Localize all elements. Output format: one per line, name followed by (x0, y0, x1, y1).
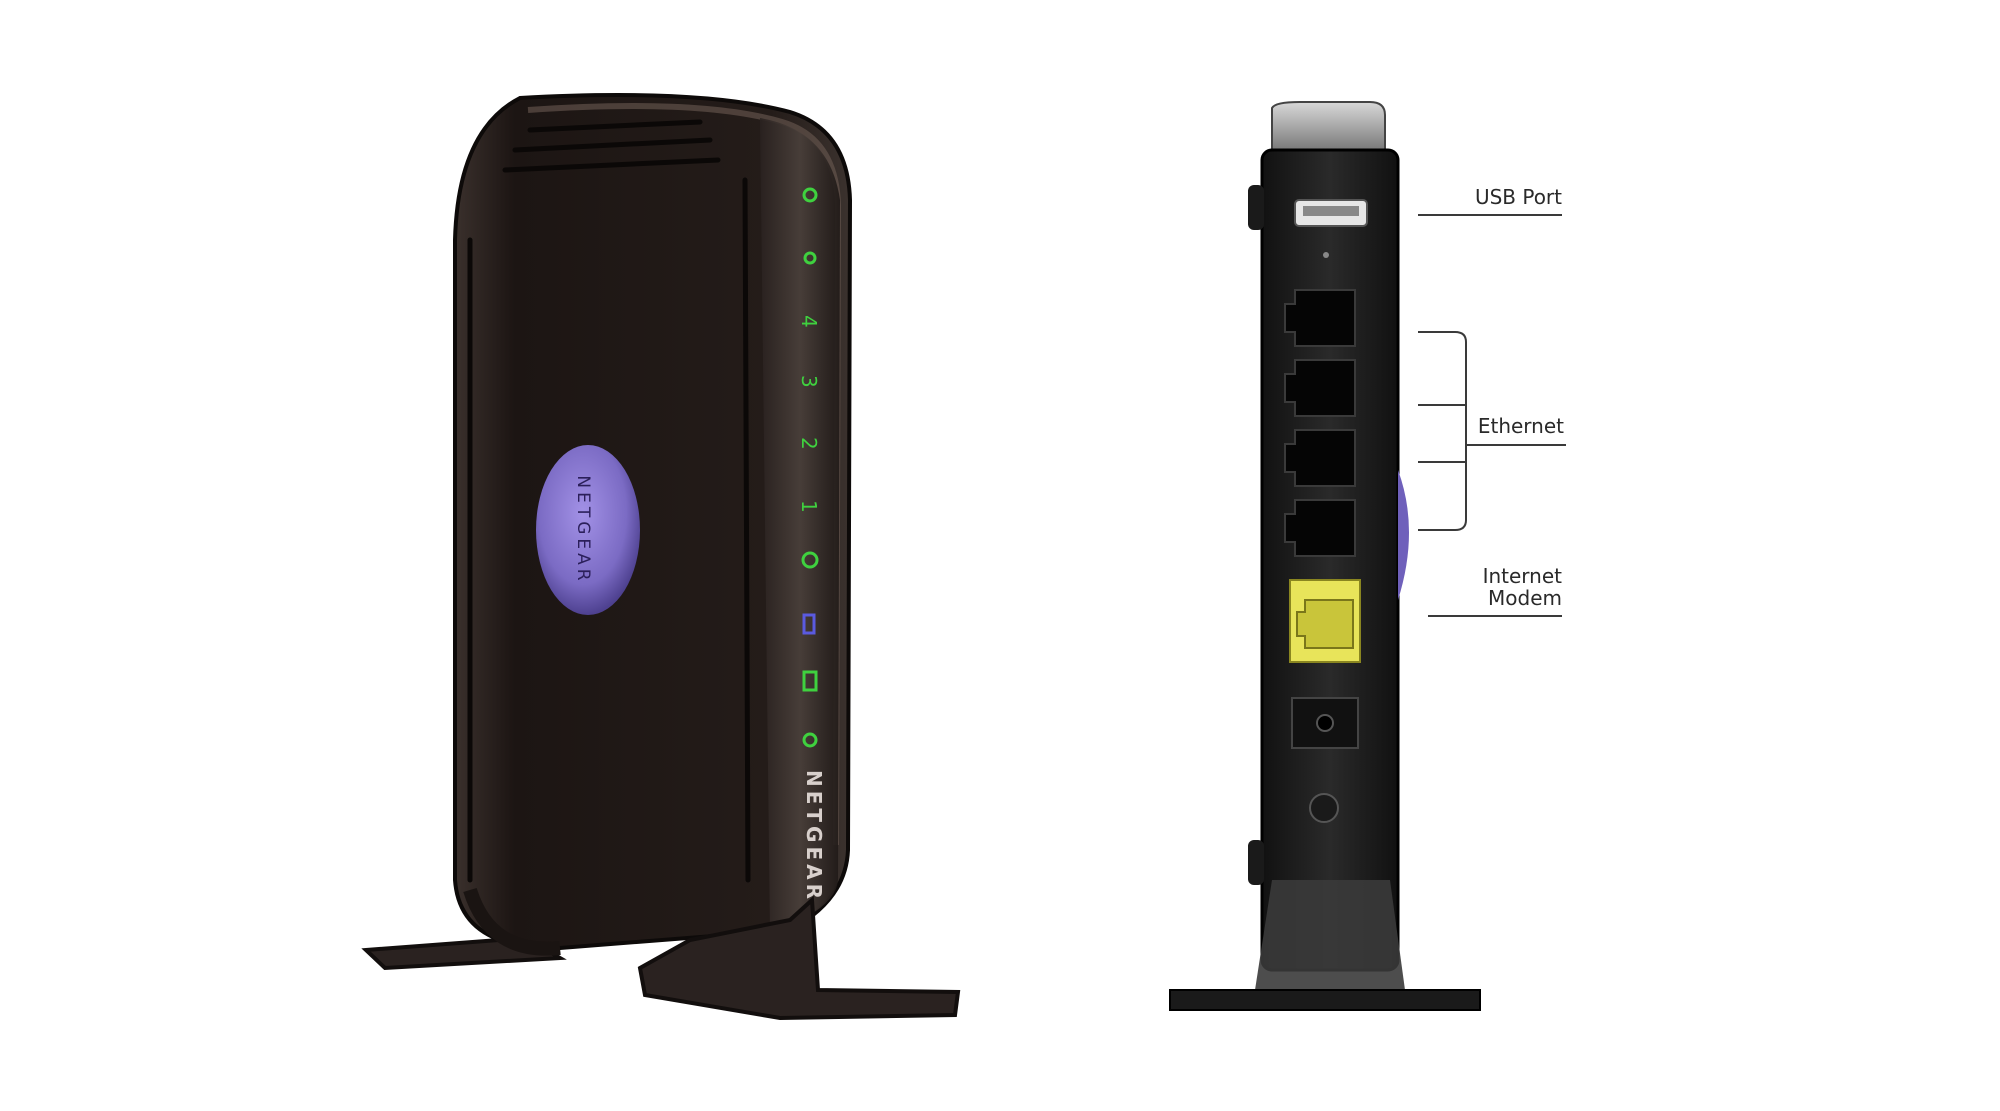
front-stand-front-foot (637, 895, 961, 1021)
usb-led-icon (802, 613, 816, 635)
internet-label-line1: Internet (1482, 564, 1562, 588)
rear-badge-edge (1398, 470, 1409, 600)
netgear-badge (536, 445, 640, 615)
ethernet-port-3 (1284, 429, 1356, 487)
rear-stand-foot (1169, 989, 1481, 1011)
usb-port-inner (1303, 206, 1359, 216)
left-clip-bottom (1248, 840, 1264, 885)
router-rim (527, 103, 842, 846)
ethernet-port-4 (1284, 499, 1356, 557)
internet-led-icon (801, 551, 819, 569)
led-label-4: 4 (797, 315, 821, 328)
left-clip-top (1248, 185, 1264, 230)
router-body (453, 93, 853, 951)
power-led-icon (802, 187, 818, 203)
ethernet-port-2 (1284, 359, 1356, 417)
wifi-led-icon (803, 251, 817, 265)
ethernet-ports (1284, 289, 1356, 557)
wps-led-icon (802, 732, 818, 748)
rear-stand (1255, 880, 1405, 990)
side-brand-text: NETGEAR (802, 770, 826, 903)
ethernet-label: Ethernet (1477, 414, 1564, 438)
led-label-2: 2 (797, 437, 821, 450)
ethernet-port-1 (1284, 289, 1356, 347)
reset-hole (1323, 252, 1329, 258)
status-leds: 4 3 2 1 (797, 187, 821, 748)
band-led-icon (802, 670, 818, 692)
rear-top-cap (1271, 101, 1386, 159)
router-rear-view (1169, 101, 1566, 1011)
internet-port-socket (1296, 599, 1354, 649)
usb-port-label: USB Port (1474, 185, 1562, 209)
led-strip (760, 118, 840, 930)
router-front-view: NETGEAR 4 3 2 1 NETGEAR (361, 93, 961, 1021)
power-button (1309, 793, 1339, 823)
power-jack-hole (1316, 714, 1334, 732)
internet-label-line2: Modem (1488, 586, 1562, 610)
rear-panel (1260, 148, 1400, 972)
led-label-3: 3 (797, 375, 821, 388)
ethernet-bracket (1418, 331, 1566, 531)
vent-slots (467, 119, 751, 883)
netgear-badge-text: NETGEAR (573, 475, 593, 584)
internet-modem-label: Internet Modem (1483, 565, 1562, 609)
front-stand-loop (463, 887, 561, 956)
led-label-1: 1 (797, 500, 821, 513)
